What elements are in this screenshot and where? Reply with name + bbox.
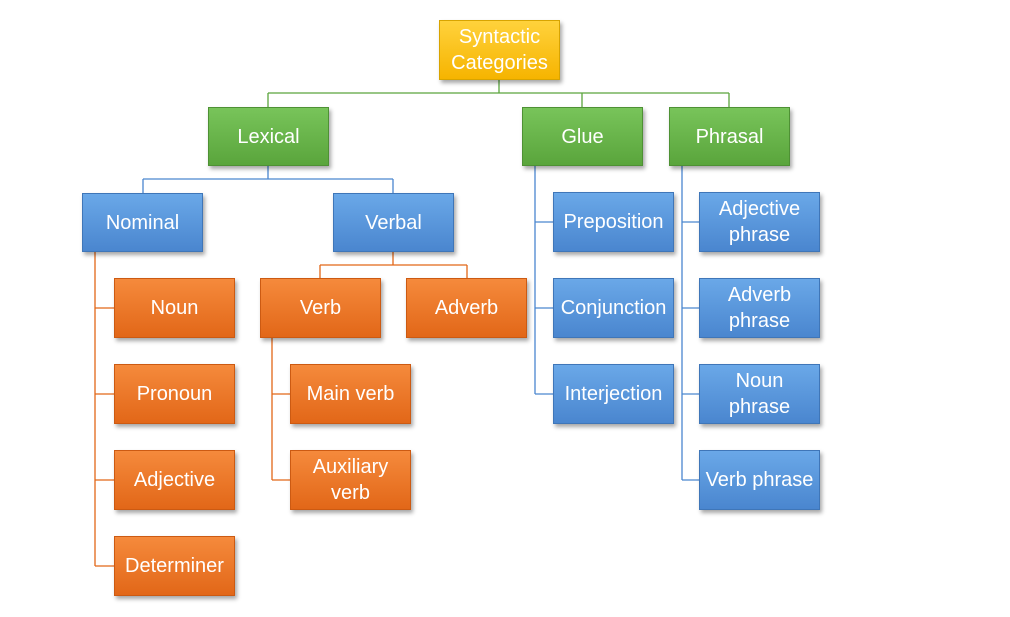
connector-phrasal-to-items <box>681 166 699 481</box>
node-adjective-phrase: Adjective phrase <box>699 192 820 252</box>
connector-root-to-level1 <box>267 80 730 107</box>
connector-glue-to-items <box>534 166 553 395</box>
connector-verbal-to-items <box>319 252 468 278</box>
node-pronoun: Pronoun <box>114 364 235 424</box>
node-verbal: Verbal <box>333 193 454 252</box>
node-phrasal: Phrasal <box>669 107 790 166</box>
node-adverb: Adverb <box>406 278 527 338</box>
node-verb: Verb <box>260 278 381 338</box>
connector-lexical-to-children <box>142 166 394 193</box>
node-lexical: Lexical <box>208 107 329 166</box>
node-main-verb: Main verb <box>290 364 411 424</box>
node-noun: Noun <box>114 278 235 338</box>
node-auxiliary-verb: Auxiliary verb <box>290 450 411 510</box>
node-noun-phrase: Noun phrase <box>699 364 820 424</box>
node-preposition: Preposition <box>553 192 674 252</box>
node-adjective: Adjective <box>114 450 235 510</box>
connector-verb-to-items <box>271 338 290 481</box>
node-nominal: Nominal <box>82 193 203 252</box>
node-syntactic-categories: Syntactic Categories <box>439 20 560 80</box>
node-conjunction: Conjunction <box>553 278 674 338</box>
node-glue: Glue <box>522 107 643 166</box>
node-adverb-phrase: Adverb phrase <box>699 278 820 338</box>
node-interjection: Interjection <box>553 364 674 424</box>
node-verb-phrase: Verb phrase <box>699 450 820 510</box>
connector-nominal-to-items <box>94 252 114 567</box>
node-determiner: Determiner <box>114 536 235 596</box>
